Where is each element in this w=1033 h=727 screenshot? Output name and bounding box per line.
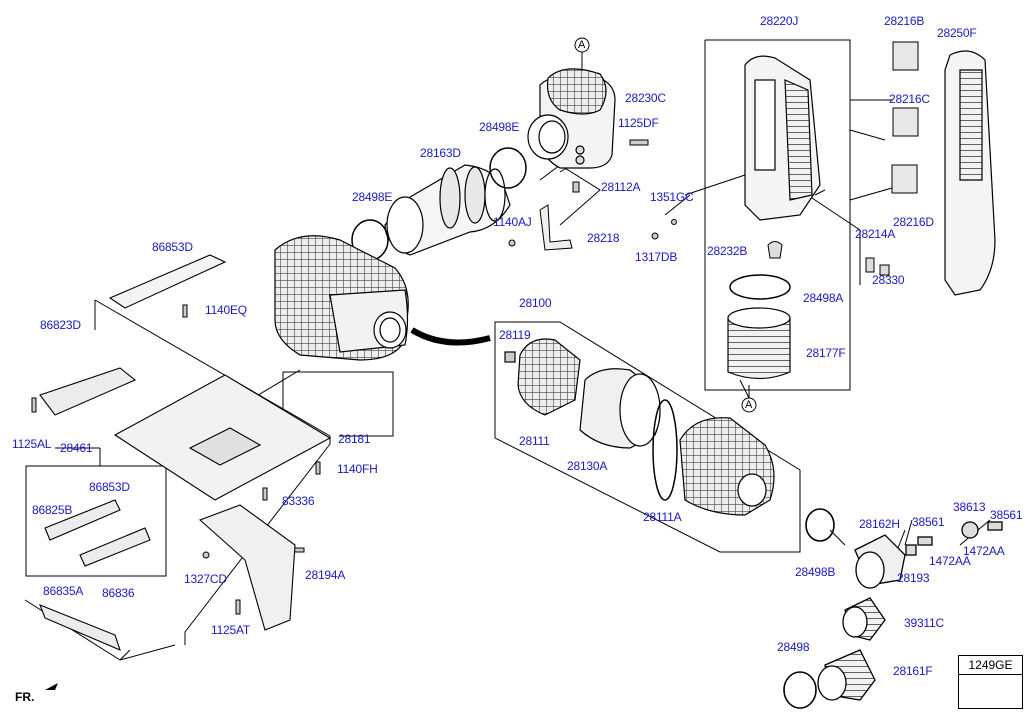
label-86836: 86836	[102, 586, 135, 600]
label-28498E-top: 28498E	[479, 120, 520, 134]
callout-a-top-letter: A	[578, 39, 586, 51]
label-28461: 28461	[60, 441, 93, 455]
label-38613: 38613	[953, 500, 986, 514]
label-1125AT: 1125AT	[211, 623, 251, 637]
label-28111A: 28111A	[643, 510, 682, 524]
label-28162H: 28162H	[859, 517, 900, 531]
callout-a-mid-letter: A	[745, 399, 753, 411]
label-38561-left: 38561	[912, 515, 945, 529]
legend-box: 1249GE	[958, 655, 1023, 709]
assembly-box-28220j	[704, 39, 851, 391]
assembly-box-28100	[494, 321, 801, 553]
label-28100: 28100	[519, 296, 552, 310]
label-1317DB: 1317DB	[635, 250, 678, 264]
label-1125DF: 1125DF	[618, 116, 659, 130]
front-direction-marker: FR.	[15, 690, 35, 704]
label-38561-right: 38561	[990, 508, 1023, 522]
label-1125AL: 1125AL	[12, 437, 52, 451]
legend-code: 1249GE	[959, 656, 1022, 675]
label-28177F: 28177F	[806, 346, 846, 360]
label-28498E-mid: 28498E	[352, 190, 393, 204]
label-28163D: 28163D	[420, 146, 461, 160]
label-28250F: 28250F	[937, 26, 977, 40]
label-28230C: 28230C	[625, 91, 666, 105]
label-28216D: 28216D	[893, 215, 934, 229]
label-28161F: 28161F	[893, 664, 933, 678]
label-28330: 28330	[872, 273, 905, 287]
label-28111: 28111	[519, 434, 550, 448]
label-83336: 83336	[282, 494, 315, 508]
label-1472AA-left: 1472AA	[929, 554, 971, 568]
label-86823D: 86823D	[40, 318, 81, 332]
label-86853D-inset: 86853D	[89, 480, 130, 494]
label-28216B: 28216B	[884, 14, 925, 28]
label-28218: 28218	[587, 231, 620, 245]
label-28119: 28119	[499, 328, 531, 342]
label-28220J: 28220J	[760, 14, 799, 28]
label-86825B: 86825B	[32, 503, 73, 517]
label-28498A: 28498A	[803, 291, 844, 305]
label-28112A: 28112A	[601, 180, 641, 194]
label-1327CD: 1327CD	[184, 572, 227, 586]
label-28216C: 28216C	[889, 92, 930, 106]
label-86835A: 86835A	[43, 584, 84, 598]
label-28181: 28181	[338, 432, 371, 446]
label-28193: 28193	[897, 571, 930, 585]
label-1140EQ: 1140EQ	[205, 303, 247, 317]
label-28130A: 28130A	[567, 459, 608, 473]
label-1140FH: 1140FH	[337, 462, 378, 476]
assembly-box-28461	[25, 465, 167, 577]
label-28498B: 28498B	[795, 565, 836, 579]
label-28194A: 28194A	[305, 568, 346, 582]
label-28498-bottom: 28498	[777, 640, 810, 654]
label-1351GC: 1351GC	[650, 190, 694, 204]
label-39311C: 39311C	[904, 616, 944, 630]
label-86853D-top: 86853D	[152, 240, 193, 254]
label-1140AJ: 1140AJ	[493, 215, 532, 229]
label-1472AA-right: 1472AA	[963, 544, 1005, 558]
label-28232B: 28232B	[707, 244, 748, 258]
label-28214A: 28214A	[855, 227, 896, 241]
